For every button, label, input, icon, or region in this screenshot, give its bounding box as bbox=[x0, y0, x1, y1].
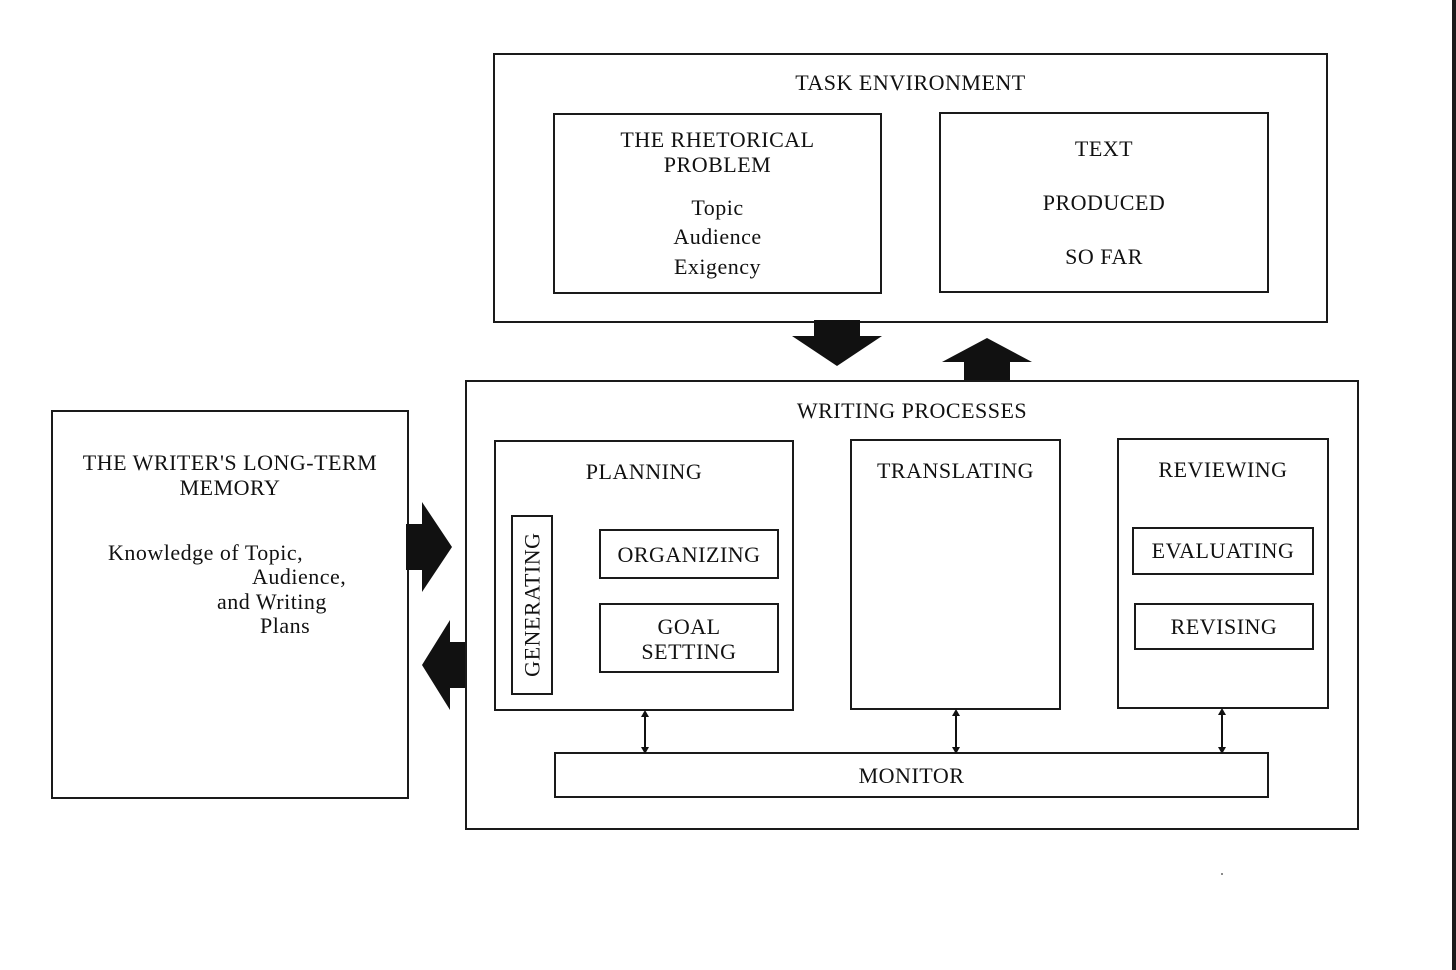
evaluating-box bbox=[1132, 527, 1314, 575]
monitor-label: MONITOR bbox=[858, 763, 965, 788]
rhetorical-problem-title-line1: THE RHETORICAL bbox=[620, 127, 815, 152]
rhetorical-problem-title-line2: PROBLEM bbox=[663, 152, 772, 177]
translating-title: TRANSLATING bbox=[876, 458, 1035, 483]
down-arrow bbox=[792, 320, 882, 366]
organizing-label: ORGANIZING bbox=[617, 542, 761, 567]
text-produced-line2: PRODUCED bbox=[1042, 190, 1166, 215]
long-term-memory-body-line3: and Writing bbox=[217, 589, 327, 614]
task-environment-title: TASK ENVIRONMENT bbox=[795, 70, 1026, 95]
translating-box bbox=[850, 439, 1061, 710]
translating-monitor-connector bbox=[952, 709, 960, 754]
planning-title: PLANNING bbox=[585, 459, 703, 484]
planning-monitor-connector bbox=[641, 710, 649, 754]
reviewing-monitor-connector bbox=[1218, 708, 1226, 754]
left-arrow bbox=[422, 620, 468, 710]
long-term-memory-body-line4: Plans bbox=[260, 613, 311, 638]
generating-box bbox=[511, 515, 553, 695]
rhetorical-problem-audience: Audience bbox=[673, 224, 762, 249]
scan-speck bbox=[1221, 873, 1223, 875]
long-term-memory-body-line2: Audience, bbox=[252, 564, 347, 589]
organizing-box bbox=[599, 529, 779, 579]
rhetorical-problem-box bbox=[553, 113, 882, 294]
long-term-memory-title-line2: MEMORY bbox=[179, 475, 281, 500]
scan-edge-line bbox=[1452, 0, 1456, 970]
evaluating-label: EVALUATING bbox=[1151, 538, 1295, 563]
revising-label: REVISING bbox=[1170, 614, 1278, 639]
monitor-box bbox=[554, 752, 1269, 798]
writing-processes-title: WRITING PROCESSES bbox=[796, 398, 1028, 423]
revising-box bbox=[1134, 603, 1314, 650]
text-produced-line3: SO FAR bbox=[1065, 244, 1143, 269]
rhetorical-problem-exigency: Exigency bbox=[673, 254, 762, 279]
long-term-memory-box bbox=[51, 410, 409, 799]
reviewing-title: REVIEWING bbox=[1158, 457, 1288, 482]
up-arrow bbox=[942, 338, 1032, 384]
goal-setting-box bbox=[599, 603, 779, 673]
right-arrow bbox=[406, 502, 452, 592]
text-produced-box bbox=[939, 112, 1269, 293]
goal-setting-line2: SETTING bbox=[641, 639, 737, 664]
long-term-memory-title-line1: THE WRITER'S LONG-TERM bbox=[82, 450, 378, 475]
generating-label: GENERATING bbox=[519, 532, 545, 677]
goal-setting-line1: GOAL bbox=[657, 614, 721, 639]
text-produced-line1: TEXT bbox=[1074, 136, 1134, 161]
rhetorical-problem-topic: Topic bbox=[691, 195, 744, 220]
long-term-memory-body-line1: Knowledge of Topic, bbox=[108, 540, 304, 565]
